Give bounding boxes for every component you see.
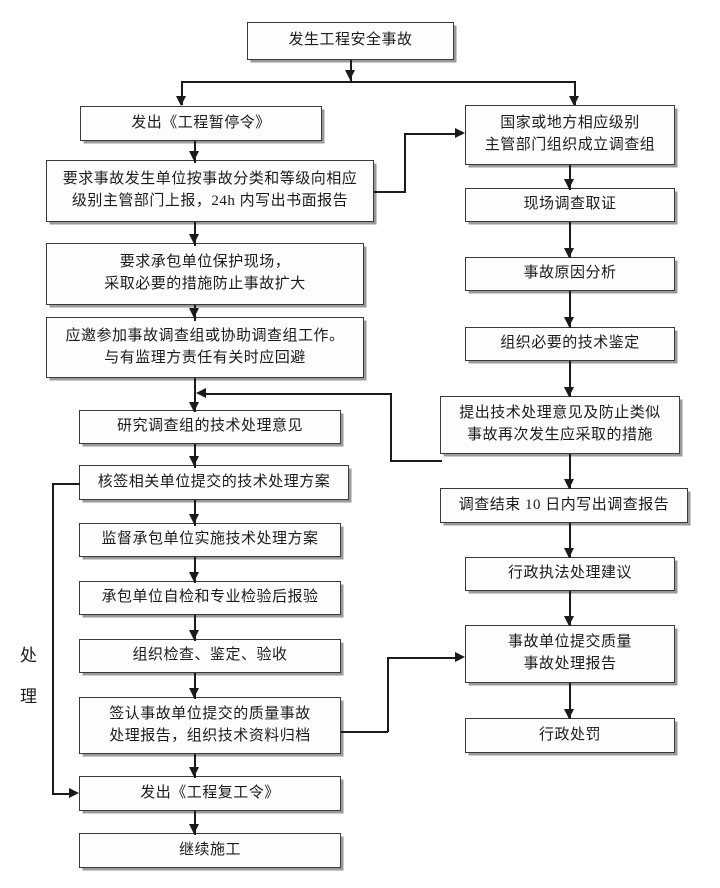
connector-r4-r5 xyxy=(569,361,571,397)
connector-r3-r4 xyxy=(569,291,571,328)
arrowhead-l10-l11 xyxy=(189,767,199,777)
connector-r7-r8 xyxy=(569,591,571,626)
connector-l10-l11 xyxy=(194,754,196,778)
connector-cross2-v xyxy=(390,393,392,461)
node-countersign-plan[interactable]: 核签相关单位提交的技术处理方案 xyxy=(79,465,349,500)
arrowhead-l11-l12 xyxy=(189,824,199,834)
connector-split-right xyxy=(574,81,576,105)
arrowhead-l4-l5 xyxy=(189,402,199,412)
arrowhead-cross2 xyxy=(196,388,206,398)
arrowhead-l9-l10 xyxy=(189,688,199,698)
node-self-inspection[interactable]: 承包单位自检和专业检验后报验 xyxy=(79,581,341,615)
arrowhead-cross3 xyxy=(455,652,465,662)
node-propose-measures[interactable]: 提出技术处理意见及防止类似 事故再次发生应采取的措施 xyxy=(440,396,680,454)
connector-l7-l8 xyxy=(194,557,196,583)
node-cause-analysis[interactable]: 事故原因分析 xyxy=(465,257,675,291)
arrowhead-l2-l3 xyxy=(189,234,199,244)
arrowhead-r5-r6 xyxy=(564,479,574,489)
connector-cross1-h-upper xyxy=(404,133,462,135)
arrowhead-r7-r8 xyxy=(564,616,574,626)
connector-l9-l10 xyxy=(194,673,196,699)
connector-cross3-h-lower xyxy=(341,731,388,733)
side-label-char-1: 处 xyxy=(20,646,38,665)
connector-cross1-h-lower xyxy=(374,191,406,193)
node-form-investigation-group[interactable]: 国家或地方相应级别 主管部门组织成立调查组 xyxy=(465,105,675,165)
node-issue-resumption-order[interactable]: 发出《工程复工令》 xyxy=(79,776,341,811)
arrowhead-l5-l6 xyxy=(189,456,199,466)
arrowhead-r1-r2 xyxy=(564,179,574,189)
arrowhead-r6-r7 xyxy=(564,548,574,558)
connector-cross2-h-lower xyxy=(390,460,442,462)
node-report-to-authority[interactable]: 要求事故发生单位按事故分类和等级向相应 级别主管部门上报，24h 内写出书面报告 xyxy=(46,160,374,222)
connector-r5-r6 xyxy=(569,454,571,489)
node-sign-quality-report[interactable]: 签认事故单位提交的质量事故 处理报告，组织技术资料归档 xyxy=(79,697,341,754)
arrowhead-split-right xyxy=(569,96,579,106)
arrowhead-l8-l9 xyxy=(189,630,199,640)
node-continue-construction[interactable]: 继续施工 xyxy=(79,833,341,868)
connector-l4-l5 xyxy=(194,378,196,412)
arrowhead-split-left xyxy=(176,96,186,106)
arrowhead-cross1 xyxy=(455,128,465,138)
node-accident-occurs[interactable]: 发生工程安全事故 xyxy=(247,22,454,60)
arrowhead-l7-l8 xyxy=(189,572,199,582)
connector-cross3-h-upper xyxy=(387,657,457,659)
connector-cross3-v xyxy=(387,657,389,732)
arrowhead-top-stub xyxy=(345,70,355,80)
arrowhead-r4-r5 xyxy=(564,387,574,397)
side-label-handling: 处 理 xyxy=(20,636,38,718)
node-issue-suspension-order[interactable]: 发出《工程暂停令》 xyxy=(80,106,322,141)
node-join-investigation-group[interactable]: 应邀参加事故调查组或协助调查组工作。 与有监理方责任有关时应回避 xyxy=(46,317,364,378)
node-protect-site[interactable]: 要求承包单位保护现场， 采取必要的措施防止事故扩大 xyxy=(46,243,364,305)
node-submit-quality-report[interactable]: 事故单位提交质量 事故处理报告 xyxy=(465,625,675,683)
node-investigation-report[interactable]: 调查结束 10 日内写出调查报告 xyxy=(440,488,688,523)
node-enforcement-suggestion[interactable]: 行政执法处理建议 xyxy=(465,557,675,591)
arrowhead-r2-r3 xyxy=(564,248,574,258)
connector-loop-v xyxy=(52,483,54,793)
connector-r2-r3 xyxy=(569,222,571,258)
node-organize-acceptance[interactable]: 组织检查、鉴定、验收 xyxy=(79,639,341,673)
node-administrative-penalty[interactable]: 行政处罚 xyxy=(465,718,675,753)
node-study-technical-opinion[interactable]: 研究调查组的技术处理意见 xyxy=(79,410,341,444)
arrowhead-l3-l4 xyxy=(189,308,199,318)
connector-loop-h-top xyxy=(52,483,80,485)
connector-cross2-h-upper xyxy=(201,393,391,395)
connector-l6-l7 xyxy=(194,500,196,526)
connector-r8-r9 xyxy=(569,683,571,719)
node-site-investigation[interactable]: 现场调查取证 xyxy=(465,188,675,222)
connector-split-bar xyxy=(181,81,575,83)
arrowhead-r3-r4 xyxy=(564,317,574,327)
node-technical-appraisal[interactable]: 组织必要的技术鉴定 xyxy=(465,327,675,361)
arrowhead-l1-l2 xyxy=(189,151,199,161)
connector-r6-r7 xyxy=(569,523,571,558)
arrowhead-r8-r9 xyxy=(564,709,574,719)
connector-cross1-v xyxy=(404,133,406,192)
connector-r1-r2 xyxy=(569,165,571,190)
arrowhead-l6-l7 xyxy=(189,514,199,524)
connector-split-left xyxy=(181,81,183,105)
connector-l11-l12 xyxy=(194,811,196,835)
node-supervise-implementation[interactable]: 监督承包单位实施技术处理方案 xyxy=(79,523,341,557)
connector-l8-l9 xyxy=(194,615,196,641)
connector-loop-h-bottom xyxy=(52,793,72,795)
side-label-char-2: 理 xyxy=(20,686,38,706)
arrowhead-loop xyxy=(69,788,79,798)
